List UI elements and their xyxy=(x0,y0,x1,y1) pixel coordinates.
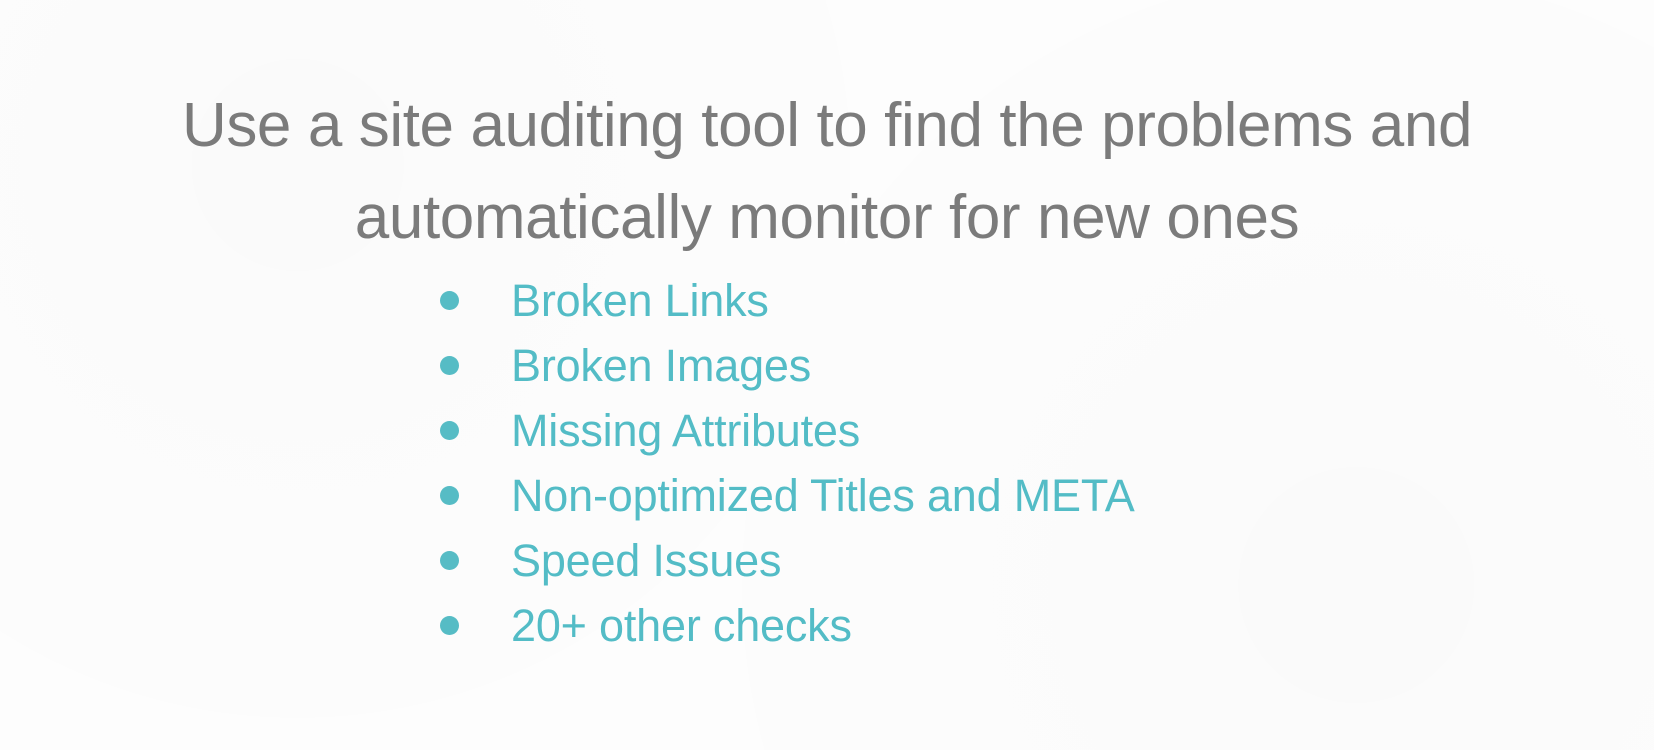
list-item-label: 20+ other checks xyxy=(511,600,852,651)
bullet-dot-icon xyxy=(440,421,459,440)
list-item-label: Broken Images xyxy=(511,340,812,391)
bullet-dot-icon xyxy=(440,551,459,570)
list-item-label: Missing Attributes xyxy=(511,405,861,456)
list-item: Missing Attributes xyxy=(440,398,1135,463)
page-title: Use a site auditing tool to find the pro… xyxy=(0,80,1654,264)
audit-checks-list: Broken Links Broken Images Missing Attri… xyxy=(440,268,1135,658)
list-item: Speed Issues xyxy=(440,528,1135,593)
bullet-dot-icon xyxy=(440,486,459,505)
list-item: Non-optimized Titles and META xyxy=(440,463,1135,528)
page-title-line-1: Use a site auditing tool to find the pro… xyxy=(181,90,1473,160)
list-item-label: Speed Issues xyxy=(511,535,782,586)
bullet-dot-icon xyxy=(440,291,459,310)
list-item: 20+ other checks xyxy=(440,593,1135,658)
list-item-label: Broken Links xyxy=(511,275,769,326)
list-item-label: Non-optimized Titles and META xyxy=(511,470,1135,521)
bullet-dot-icon xyxy=(440,616,459,635)
list-item: Broken Links xyxy=(440,268,1135,333)
list-item: Broken Images xyxy=(440,333,1135,398)
page-title-line-2: automatically monitor for new ones xyxy=(354,182,1300,252)
bullet-dot-icon xyxy=(440,356,459,375)
